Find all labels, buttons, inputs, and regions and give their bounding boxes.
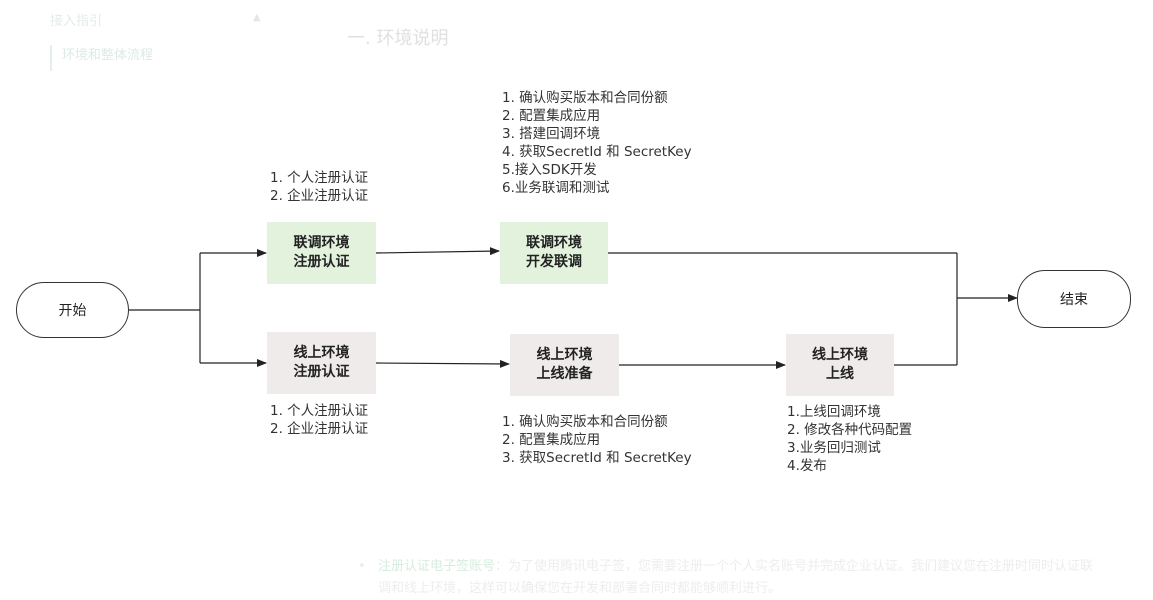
dev-register-line2: 注册认证 <box>293 254 350 270</box>
section-heading: 一. 环境说明 <box>347 28 449 49</box>
dev-integrate-line2: 开发联调 <box>526 254 582 270</box>
bullet-text: 注册认证电子签账号：为了使用腾讯电子签，您需要注册一个个人实名账号并完成企业认证… <box>378 556 1098 600</box>
prod-register-line1: 线上环境 <box>293 345 350 361</box>
nav-item-env-flow[interactable]: 环境和整体流程 <box>50 45 153 71</box>
note-line: 2. 企业注册认证 <box>270 421 369 437</box>
note-line: 1. 确认购买版本和合同份额 <box>502 90 668 106</box>
end-node: 结束 <box>1017 270 1131 328</box>
chevron-up-icon[interactable]: ▲ <box>253 12 261 23</box>
start-node: 开始 <box>16 282 129 338</box>
note-line: 1. 确认购买版本和合同份额 <box>502 414 668 430</box>
note-line: 3. 获取SecretId 和 SecretKey <box>502 450 692 466</box>
note-line: 5.接入SDK开发 <box>502 162 597 178</box>
prod-prepare-box: 线上环境 上线准备 <box>510 334 619 396</box>
prod-launch-note: 1.上线回调环境 2. 修改各种代码配置 3.业务回归测试 4.发布 <box>787 403 912 475</box>
bullet-label[interactable]: 注册认证电子签账号 <box>378 559 496 574</box>
prod-launch-line1: 线上环境 <box>812 347 868 363</box>
note-line: 6.业务联调和测试 <box>502 180 610 196</box>
arrow-to-dev-integrate <box>375 247 500 256</box>
prod-prepare-line1: 线上环境 <box>536 347 593 363</box>
note-line: 4. 获取SecretId 和 SecretKey <box>502 144 692 160</box>
note-line: 1. 个人注册认证 <box>270 403 369 419</box>
note-line: 4.发布 <box>787 458 827 474</box>
prod-launch-box: 线上环境 上线 <box>786 334 894 396</box>
end-label: 结束 <box>1060 292 1088 308</box>
nav-section-title[interactable]: 接入指引 <box>50 14 103 29</box>
dev-integrate-line1: 联调环境 <box>526 235 582 251</box>
dev-integrate-box: 联调环境 开发联调 <box>500 222 608 284</box>
dev-register-line1: 联调环境 <box>293 235 350 251</box>
prod-register-line2: 注册认证 <box>293 364 350 380</box>
note-line: 2. 配置集成应用 <box>502 432 601 448</box>
dev-register-box: 联调环境 注册认证 <box>267 222 376 284</box>
bullet-body: ：为了使用腾讯电子签，您需要注册一个个人实名账号并完成企业认证。我们建议您在注册… <box>378 559 1094 596</box>
prod-prepare-note: 1. 确认购买版本和合同份额 2. 配置集成应用 3. 获取SecretId 和… <box>502 413 692 467</box>
note-line: 2. 修改各种代码配置 <box>787 422 913 438</box>
note-line: 3. 搭建回调环境 <box>502 126 601 142</box>
note-line: 3.业务回归测试 <box>787 440 881 456</box>
start-label: 开始 <box>58 303 87 319</box>
note-line: 2. 配置集成应用 <box>502 108 601 124</box>
note-line: 1.上线回调环境 <box>787 404 881 420</box>
note-line: 2. 企业注册认证 <box>270 188 369 204</box>
dev-register-note: 1. 个人注册认证 2. 企业注册认证 <box>270 169 368 205</box>
arrow-to-prod-prepare <box>375 359 510 368</box>
prod-register-note: 1. 个人注册认证 2. 企业注册认证 <box>270 402 368 438</box>
note-line: 1. 个人注册认证 <box>270 170 369 186</box>
bullet-dot-icon: • <box>358 559 366 574</box>
prod-launch-line2: 上线 <box>826 366 854 382</box>
prod-register-box: 线上环境 注册认证 <box>267 332 376 394</box>
dev-integrate-note: 1. 确认购买版本和合同份额 2. 配置集成应用 3. 搭建回调环境 4. 获取… <box>502 89 692 197</box>
prod-prepare-line2: 上线准备 <box>536 366 593 382</box>
